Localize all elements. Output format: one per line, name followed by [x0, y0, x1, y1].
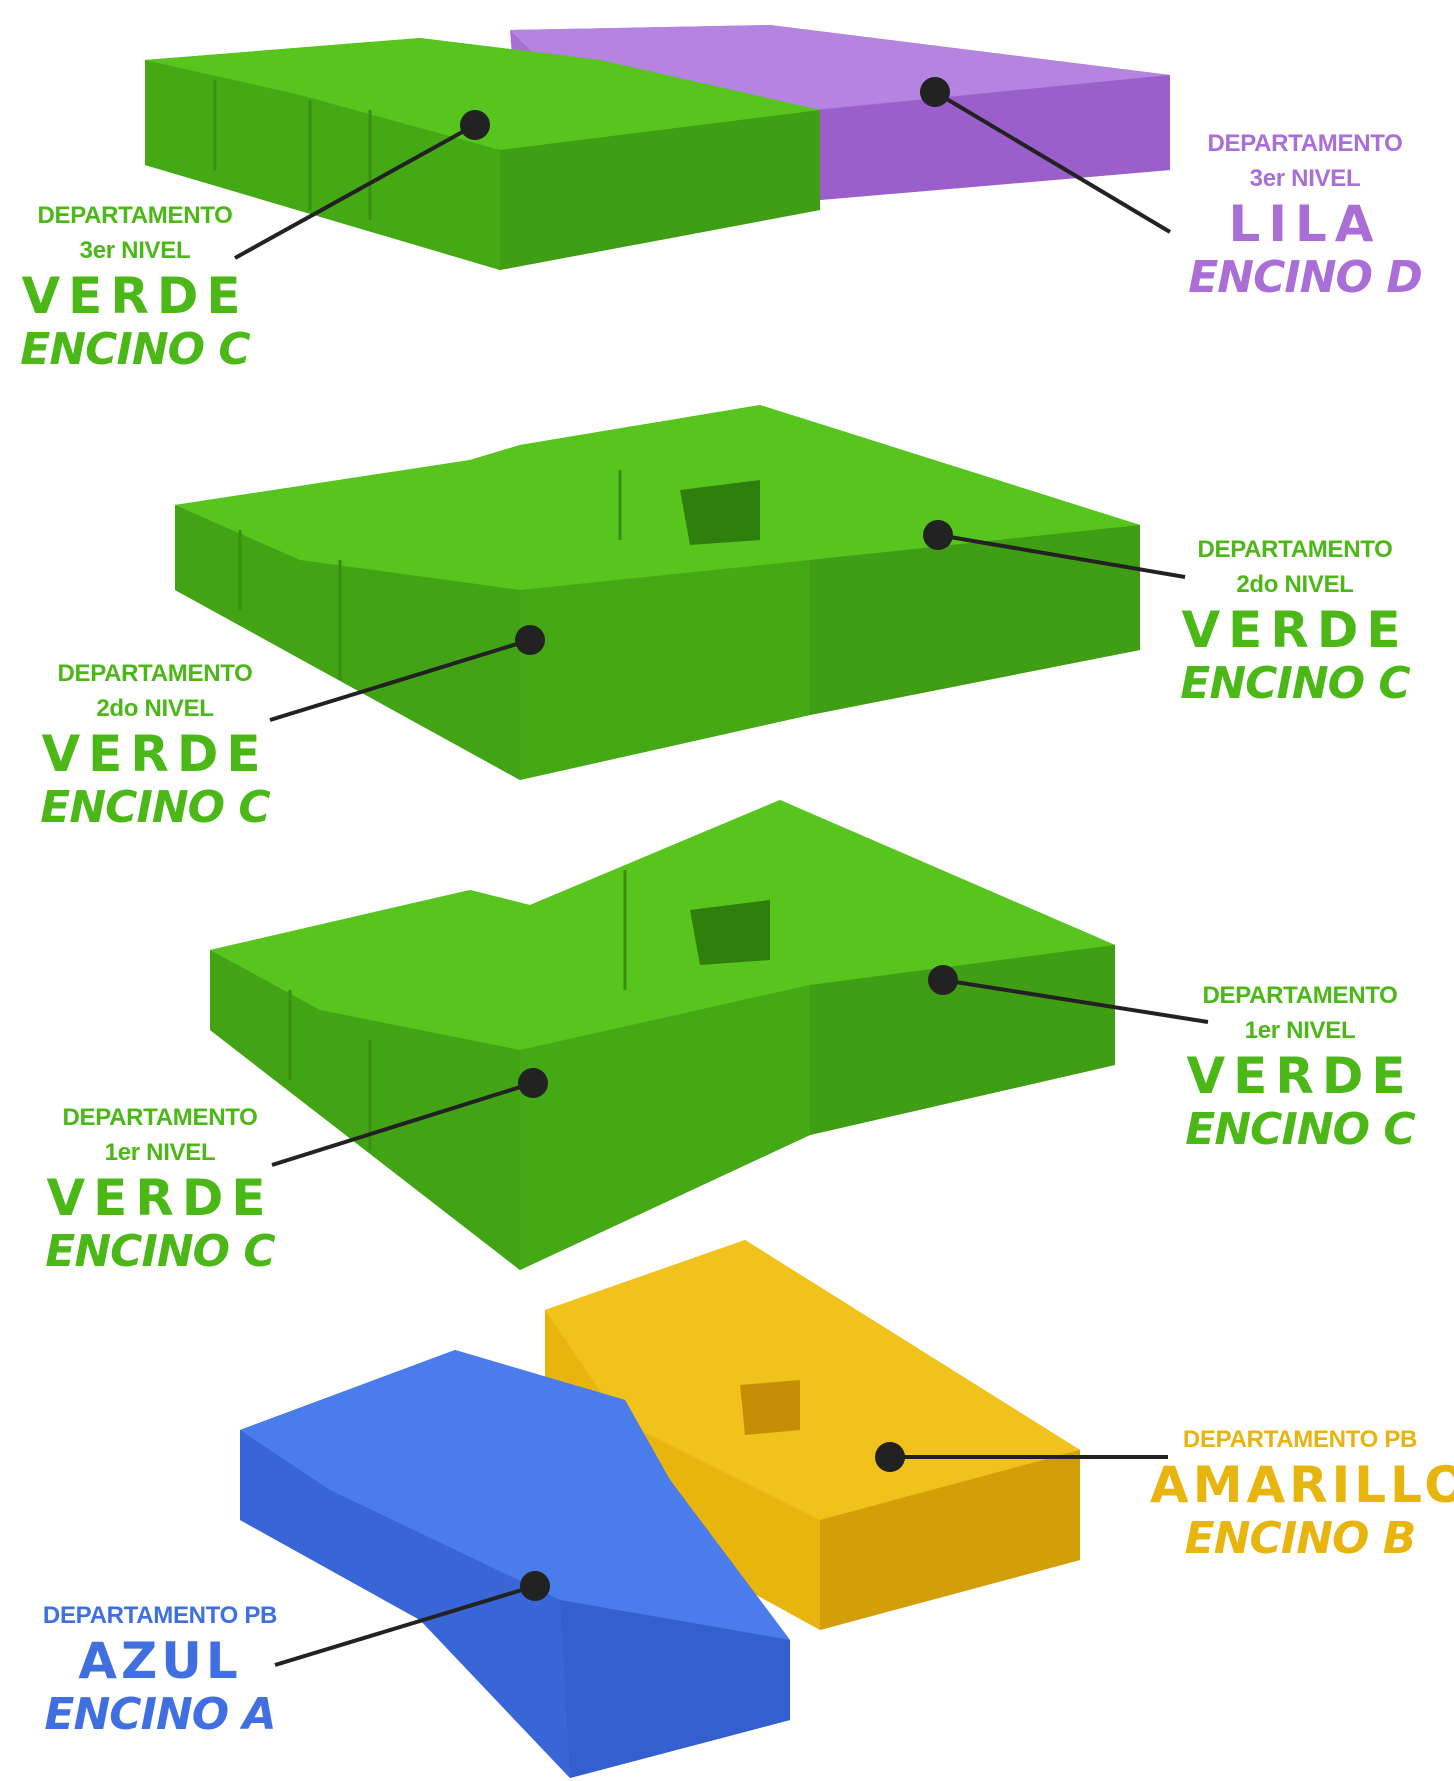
callout-dots [460, 77, 958, 1601]
marker-2-left [515, 625, 545, 655]
model-name: ENCINO C [40, 782, 270, 833]
level-pb-blocks [240, 1240, 1080, 1778]
dept-text: DEPARTAMENTO [1197, 536, 1393, 563]
dept-text: DEPARTAMENTO [1202, 982, 1398, 1009]
model-name: ENCINO A [44, 1689, 276, 1740]
dept-text: DEPARTAMENTO [57, 660, 253, 687]
label-1-left: DEPARTAMENTO 1er NIVEL VERDE ENCINO C [35, 1100, 285, 1278]
label-pb-right: DEPARTAMENTO PB AMARILLO ENCINO B [1150, 1422, 1454, 1565]
label-2-right: DEPARTAMENTO 2do NIVEL VERDE ENCINO C [1160, 532, 1430, 710]
model-name: ENCINO C [1180, 658, 1410, 709]
model-name: ENCINO C [1185, 1104, 1415, 1155]
color-name: AZUL [78, 1632, 242, 1690]
dept-text: DEPARTAMENTO PB [42, 1602, 278, 1629]
marker-3-left [460, 110, 490, 140]
dept-text: DEPARTAMENTO [62, 1104, 258, 1131]
level-text: 3er NIVEL [1249, 165, 1361, 192]
level-text: 2do NIVEL [1236, 571, 1354, 598]
marker-2-right [923, 520, 953, 550]
color-name: LILA [1228, 195, 1382, 253]
model-name: ENCINO D [1188, 252, 1423, 303]
label-3-left: DEPARTAMENTO 3er NIVEL VERDE ENCINO C [20, 198, 250, 376]
label-2-left: DEPARTAMENTO 2do NIVEL VERDE ENCINO C [30, 656, 280, 834]
dept-text: DEPARTAMENTO PB [1182, 1426, 1418, 1453]
model-name: ENCINO C [45, 1226, 275, 1277]
color-name: VERDE [1181, 601, 1409, 659]
color-name: VERDE [41, 725, 269, 783]
level-text: 3er NIVEL [79, 237, 191, 264]
level-3-blocks [145, 25, 1170, 270]
marker-pb-right [875, 1442, 905, 1472]
marker-pb-left [520, 1571, 550, 1601]
label-3-right: DEPARTAMENTO 3er NIVEL LILA ENCINO D [1170, 126, 1440, 304]
dept-text: DEPARTAMENTO [1207, 130, 1403, 157]
marker-1-left [518, 1068, 548, 1098]
model-name: ENCINO B [1184, 1513, 1417, 1564]
label-1-right: DEPARTAMENTO 1er NIVEL VERDE ENCINO C [1165, 978, 1435, 1156]
color-name: VERDE [1186, 1047, 1414, 1105]
marker-3-right [920, 77, 950, 107]
color-name: AMARILLO [1150, 1456, 1454, 1514]
level-text: 2do NIVEL [96, 695, 214, 722]
level-1-blocks [210, 800, 1115, 1270]
level-2-blocks [175, 405, 1140, 780]
color-name: VERDE [46, 1169, 274, 1227]
level-text: 1er NIVEL [1244, 1017, 1356, 1044]
label-pb-left: DEPARTAMENTO PB AZUL ENCINO A [20, 1598, 300, 1741]
level-text: 1er NIVEL [104, 1139, 216, 1166]
marker-1-right [928, 965, 958, 995]
color-name: VERDE [21, 267, 249, 325]
callout-lines [234, 90, 1209, 1667]
dept-text: DEPARTAMENTO [37, 202, 233, 229]
model-name: ENCINO C [20, 324, 250, 375]
